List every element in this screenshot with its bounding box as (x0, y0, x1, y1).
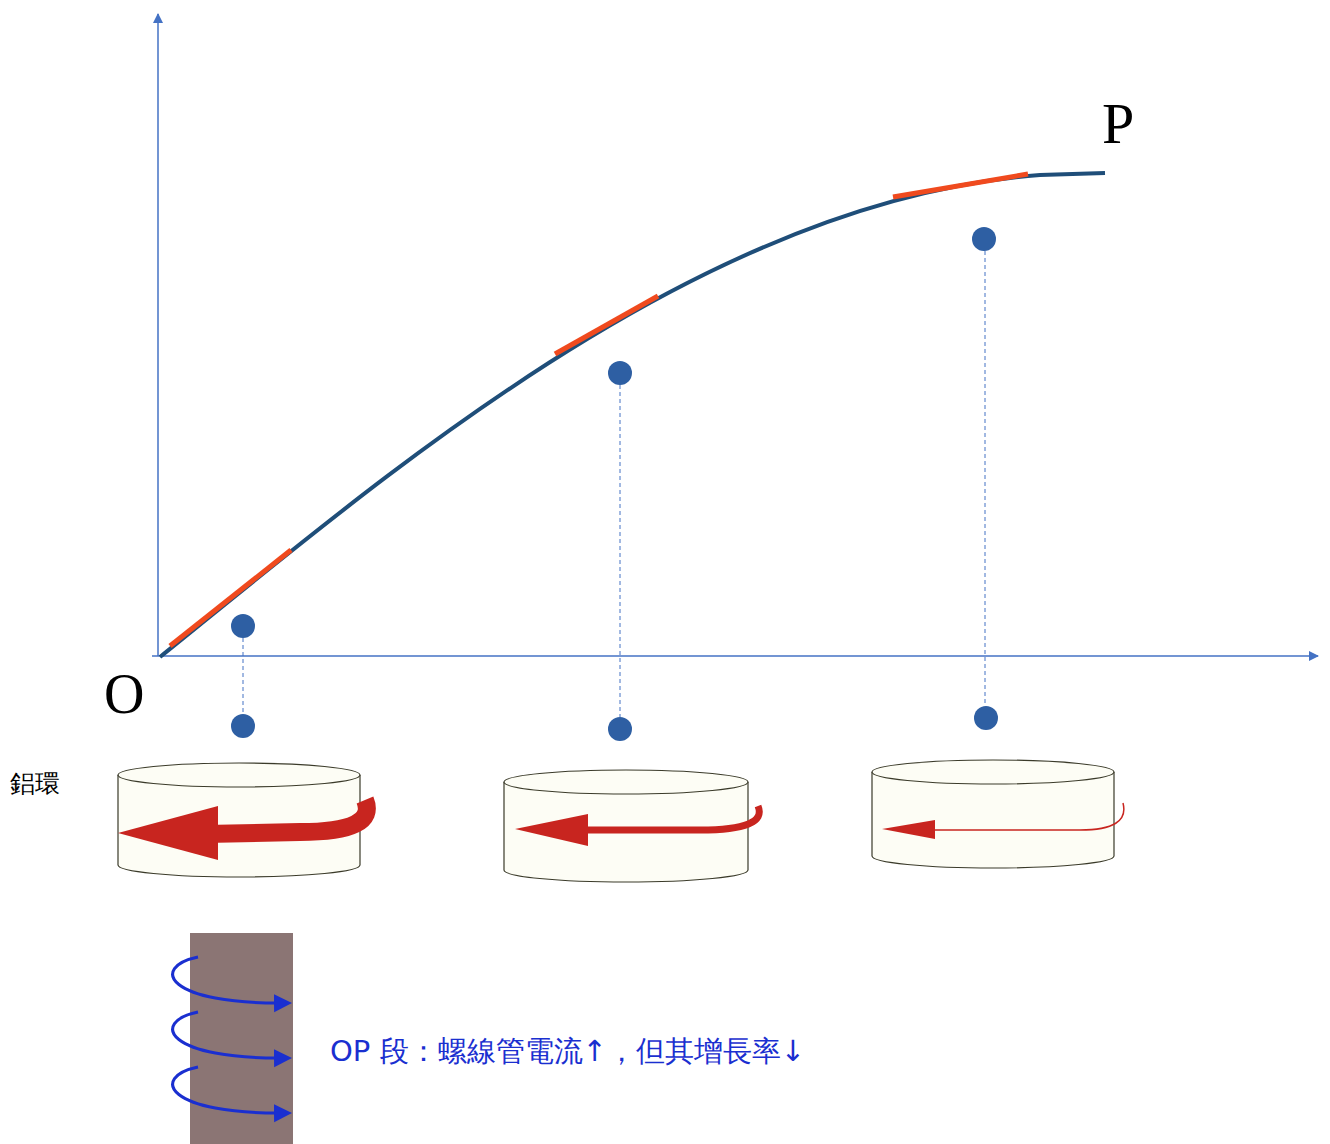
induced-current-arrow (205, 800, 367, 834)
coil-winding (173, 1012, 288, 1058)
dot (231, 614, 255, 638)
tangent-segment (893, 174, 1028, 197)
tangent-segment (170, 550, 291, 646)
dot (231, 714, 255, 738)
guide-line (620, 385, 621, 717)
current-curve (160, 173, 1105, 657)
induced-current-arrow (930, 803, 1124, 830)
dot (972, 227, 996, 251)
y-axis (157, 14, 159, 656)
dot (608, 717, 632, 741)
origin-label: O (104, 664, 144, 726)
aluminum-ring-top (118, 763, 360, 787)
induced-current-arrow (580, 806, 759, 830)
coil-winding (173, 957, 288, 1003)
arrow-head (515, 814, 588, 846)
aluminum-ring-top (504, 770, 748, 794)
coil-winding (173, 1067, 288, 1113)
arrow-head (118, 806, 218, 860)
part-name: 鋁環 (10, 770, 60, 798)
aluminum-ring (872, 772, 1114, 868)
x-axis (152, 655, 1318, 657)
note-text: OP 段：螺線管電流↑，但其增長率↓ (330, 1036, 805, 1068)
tangent-segment (555, 296, 658, 354)
dot (974, 706, 998, 730)
aluminum-ring-top (872, 760, 1114, 784)
guide-line (985, 251, 986, 706)
dot (608, 361, 632, 385)
guide-line (243, 638, 244, 714)
point-label: P (1102, 92, 1134, 156)
arrow-head (882, 820, 935, 839)
